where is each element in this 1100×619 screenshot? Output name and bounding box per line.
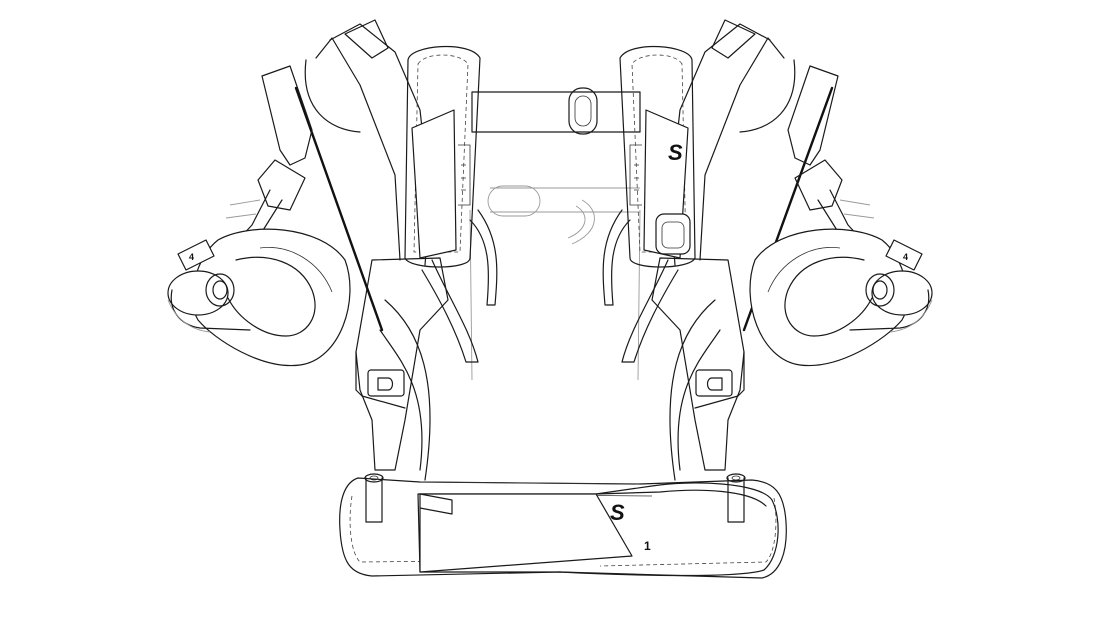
rear-harness-faint <box>469 185 641 381</box>
belt-number-label: 1 <box>644 539 651 553</box>
left-shoulder-module: 4 <box>167 19 498 481</box>
right-plate-logo-icon: S <box>668 140 683 165</box>
belt-posts <box>364 473 746 523</box>
right-arm-number-label: 4 <box>903 252 908 262</box>
strap-buckle <box>568 87 598 135</box>
right-plate-button <box>655 213 691 255</box>
right-hip-lock <box>695 369 733 397</box>
belt-front-plate <box>419 493 633 573</box>
left-arm-number-label: 4 <box>189 252 194 262</box>
upper-back-strap <box>471 87 641 135</box>
left-hip-lock <box>367 369 405 397</box>
belt-logo-icon: S <box>610 500 625 525</box>
right-shoulder-module: S 4 <box>602 19 933 481</box>
hip-belt: S 1 <box>339 477 787 579</box>
